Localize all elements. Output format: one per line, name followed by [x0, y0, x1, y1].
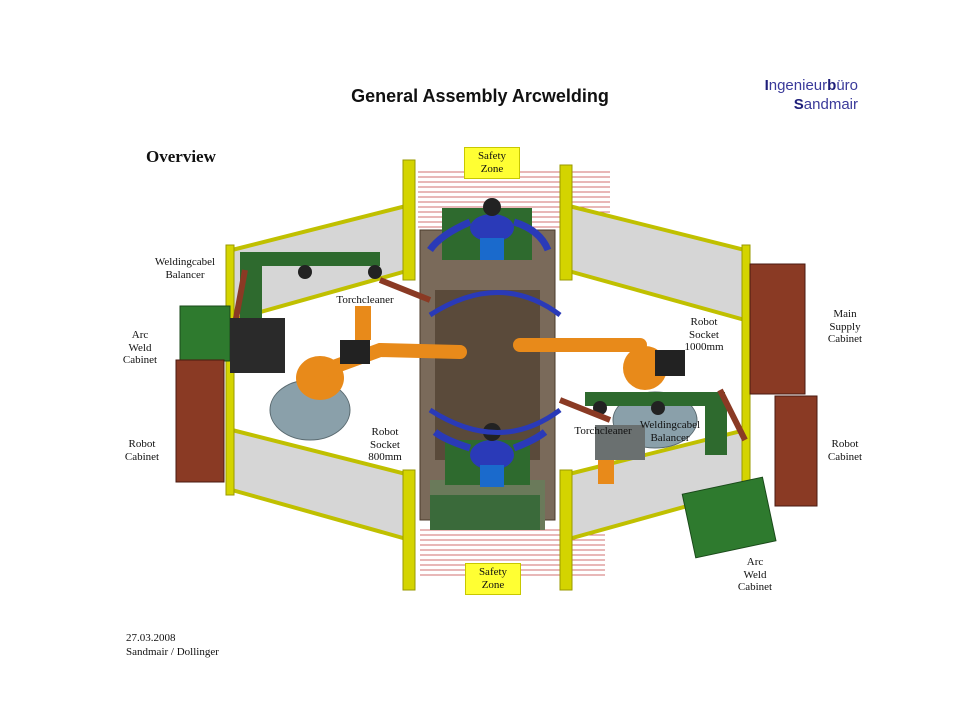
torchcleaner-top-device: [355, 306, 371, 340]
safety-zone-bottom-label: Safety Zone: [478, 566, 508, 591]
company-logo: Ingenieurbüro Sandmair: [764, 77, 858, 113]
operator-bottom: [432, 423, 548, 487]
label-weldingcabel-balancer-right: Weldingcabel Balancer: [639, 419, 701, 444]
label-robot-socket-800: Robot Socket 800mm: [368, 426, 402, 463]
footer-authors: Sandmair / Dollinger: [126, 646, 219, 658]
label-torchcleaner-top: Torchcleaner: [336, 294, 394, 306]
robot-cabinet-right: [774, 395, 818, 507]
safety-zone-top: Safety Zone: [464, 147, 520, 179]
label-arc-weld-cabinet-right: Arc Weld Cabinet: [737, 556, 773, 593]
robot-cabinet-left: [175, 359, 225, 483]
label-weldingcabel-balancer-left: Weldingcabel Balancer: [154, 256, 216, 281]
robot-left-arm: [313, 342, 467, 379]
arc-weld-cabinet-right: [681, 476, 777, 559]
weldingcabel-balancer-right: [585, 392, 727, 455]
weldingcabel-balancer-left: [240, 252, 382, 320]
page-title: General Assembly Arcwelding: [351, 86, 609, 106]
section-title: Overview: [146, 147, 216, 166]
safety-zone-top-label: Safety Zone: [477, 150, 507, 175]
operator-top: [427, 198, 552, 260]
arc-weld-cabinet-left: [179, 305, 231, 362]
label-main-supply-cabinet: Main Supply Cabinet: [827, 308, 863, 345]
main-supply-cabinet: [749, 263, 806, 395]
safety-zone-bottom: Safety Zone: [465, 563, 521, 595]
label-robot-socket-1000: Robot Socket 1000mm: [684, 316, 724, 353]
label-torchcleaner-bottom: Torchcleaner: [574, 425, 632, 437]
label-arc-weld-cabinet-left: Arc Weld Cabinet: [122, 329, 158, 366]
label-robot-cabinet-left: Robot Cabinet: [124, 438, 160, 463]
label-robot-cabinet-right: Robot Cabinet: [827, 438, 863, 463]
footer-info: 27.03.2008 Sandmair / Dollinger: [126, 631, 219, 659]
safety-fence: [230, 202, 747, 543]
footer-date: 27.03.2008: [126, 632, 176, 644]
